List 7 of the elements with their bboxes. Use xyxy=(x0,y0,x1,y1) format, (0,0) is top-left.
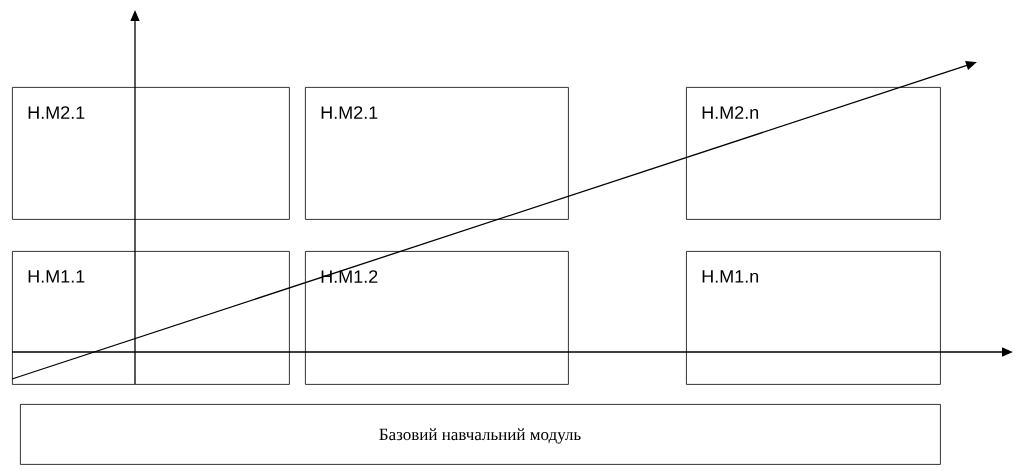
module-box: Н.М1.1 xyxy=(12,251,290,385)
base-module-box: Базовий навчальний модуль xyxy=(20,404,941,465)
module-box: Н.М1.n xyxy=(686,251,941,385)
module-box: Н.М2.1 xyxy=(305,87,569,220)
module-box: Н.М2.1 xyxy=(12,87,290,220)
module-box: Н.М2.n xyxy=(686,87,941,220)
module-box: Н.М1.2 xyxy=(305,251,569,385)
